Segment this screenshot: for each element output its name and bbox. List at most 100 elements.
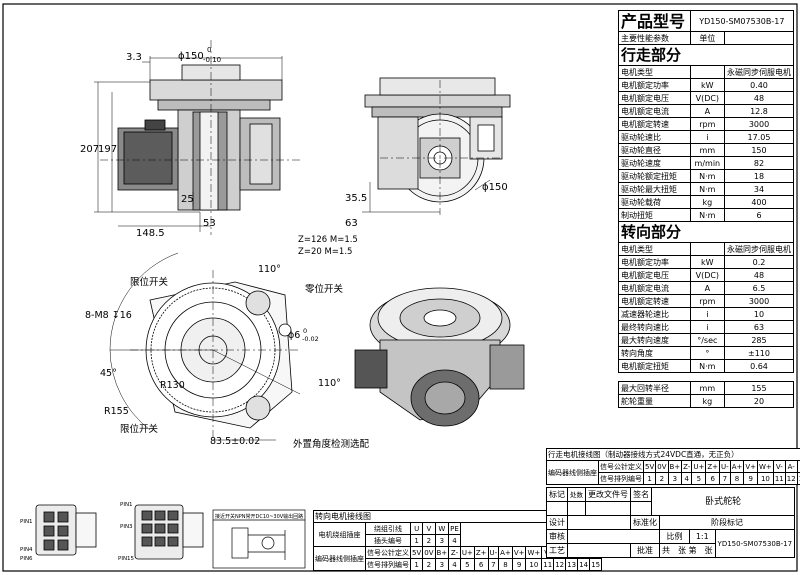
drive-wiring-table: 行走电机接线图（制动器接线方式24VDC直通，无正负） 编码器线侧插座 信号公针… (546, 448, 800, 485)
drive-pin-cell: 6 (705, 472, 721, 485)
right-pin-label-1: PIN1 (120, 502, 133, 508)
dim-d150: ϕ150 (178, 51, 204, 62)
steer-name-cell: 电机额定功率 (618, 255, 691, 269)
gear-spec-2: Z=20 M=1.5 (298, 247, 352, 257)
steer-pin-cell: 7 (487, 558, 500, 571)
steer-lead-cell: PE (448, 522, 461, 535)
drive-name-cell: 制动扭矩 (618, 208, 691, 222)
drive-pin-cell: 9 (743, 472, 759, 485)
tb-standard: 标准化 (630, 515, 660, 530)
product-model-label: 产品型号 (618, 10, 691, 32)
dim-148-5: 148.5 (136, 228, 165, 239)
drive-name-cell: 电机额定电流 (618, 104, 691, 118)
dim-r155: R155 (104, 406, 129, 417)
steer-name-cell: 电机额定电压 (618, 268, 691, 282)
tb-model: YD150-SM07530B-17 (714, 529, 796, 558)
steer-pin-cell: 13 (565, 558, 579, 571)
tb-name: 卧式舵轮 (651, 487, 796, 516)
unit-header: 单位 (689, 31, 725, 45)
steer-pin-label: 信号排列编号 (365, 558, 411, 571)
dim-d6-upper-tol: 0 (303, 327, 307, 335)
tb-design: 设计 (546, 515, 568, 530)
drive-pin-cell: 13 (796, 472, 800, 485)
steer-unit-cell: rpm (689, 294, 725, 308)
drive-pin-cell: 12 (784, 472, 798, 485)
steer-value-cell: 63 (723, 320, 795, 334)
drive-name-cell: 电机额定转速 (618, 117, 691, 131)
steer-name-cell: 最终转向速比 (618, 320, 691, 334)
steer-value-cell: 0.2 (723, 255, 795, 269)
steer-lead-cell: V (422, 522, 436, 535)
drive-name-cell: 电机类型 (618, 65, 691, 79)
steer-value-cell: ±110 (723, 346, 795, 360)
drive-pin-cell: 2 (655, 472, 669, 485)
steer-section-title: 转向部分 (618, 221, 794, 243)
steer-def-cell: Z- (448, 546, 461, 559)
steer-def-cell: U+ (459, 546, 475, 559)
tb-sign: 签名 (629, 487, 653, 502)
dim-35-5: 35.5 (345, 193, 367, 204)
steer-plug-cell: 1 (409, 534, 424, 547)
connector-pin-labels: PIN1 PIN4 PIN6 PIN1 PIN3 PIN15 (20, 502, 135, 562)
proximity-circuit (212, 509, 306, 569)
tb-ratio-label: 比例 (658, 529, 691, 544)
dim-63: 63 (345, 218, 358, 229)
steer-encoder-connector: 编码器线侧插座 (313, 546, 366, 571)
steer-value-cell: 0.64 (723, 359, 795, 373)
steer-def-cell: V+ (511, 546, 527, 559)
drive-value-cell: 150 (723, 143, 795, 157)
drive-def-label: 信号公针定义 (598, 460, 644, 473)
drive-unit-cell: i (689, 130, 725, 144)
steer-pin-cell: 9 (511, 558, 527, 571)
drive-def-cell: U- (719, 460, 731, 473)
steer-value-cell: 48 (723, 268, 795, 282)
drive-name-cell: 驱动轮载荷 (618, 195, 691, 209)
drive-def-cell: V- (772, 460, 786, 473)
drive-value-cell: 400 (723, 195, 795, 209)
drive-pin-cell: 1 (642, 472, 657, 485)
steer-pin-cell: 6 (473, 558, 489, 571)
steer-unit-cell: A (689, 281, 725, 295)
drive-def-cell: 5V (642, 460, 657, 473)
left-pin-label-1: PIN1 (20, 519, 33, 525)
drive-name-cell: 驱动轮速比 (618, 130, 691, 144)
right-pin-label-2: PIN3 (120, 524, 133, 530)
connector-illustrations (35, 504, 204, 560)
dim-d6: ϕ6 (288, 330, 300, 341)
steer-pin-cell: 11 (541, 558, 555, 571)
steer-lead-cell: W (434, 522, 450, 535)
extra-name-cell: 最大回转半径 (618, 381, 691, 395)
drive-value-cell: 永磁同步伺服电机 (723, 65, 795, 79)
steer-value-cell: 3000 (723, 294, 795, 308)
dim-53: 53 (203, 218, 216, 229)
dim-207: 207 (80, 144, 99, 155)
gear-spec-1: Z=126 M=1.5 (298, 235, 358, 245)
steer-def-label: 信号公针定义 (365, 546, 411, 559)
dim-d150-upper-tol: 0 (207, 46, 211, 54)
extra-unit-cell: mm (689, 381, 725, 395)
steer-def-cell: Z+ (473, 546, 489, 559)
steer-pin-cell: 4 (448, 558, 461, 571)
drive-def-cell: Z+ (705, 460, 721, 473)
drive-row: 电机类型 永磁同步伺服电机 (618, 65, 795, 79)
steer-power-connector: 电机绕组插座 (313, 522, 366, 547)
drive-unit-cell: kW (689, 78, 725, 92)
steer-name-cell: 电机额定转速 (618, 294, 691, 308)
dim-d6-lower-tol: -0.02 (302, 335, 319, 343)
steer-name-cell: 最大转向速度 (618, 333, 691, 347)
drive-unit-cell: A (689, 104, 725, 118)
